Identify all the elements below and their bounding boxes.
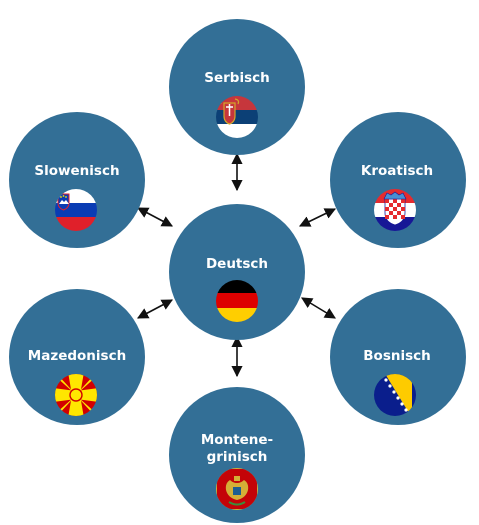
arrow-deutsch-bosnisch bbox=[301, 297, 336, 319]
germany-flag-icon bbox=[216, 280, 258, 322]
node-bosnisch: Bosnisch bbox=[330, 289, 466, 425]
croatia-flag-icon bbox=[374, 189, 416, 231]
node-circle bbox=[330, 289, 466, 425]
node-circle bbox=[9, 289, 145, 425]
node-label: Mazedonisch bbox=[28, 348, 126, 364]
node-deutsch: Deutsch bbox=[169, 204, 305, 340]
node-circle bbox=[9, 112, 145, 248]
arrow-deutsch-slowenisch bbox=[137, 207, 173, 227]
node-mazedonisch: Mazedonisch bbox=[9, 289, 145, 425]
node-label: Slowenisch bbox=[34, 163, 119, 179]
node-montenegrinisch: Montene- grinisch bbox=[169, 387, 305, 523]
node-serbisch: Serbisch bbox=[169, 19, 305, 155]
node-label-line-1: Montene- bbox=[201, 432, 273, 448]
node-circle bbox=[169, 19, 305, 155]
arrow-deutsch-kroatisch bbox=[298, 208, 337, 227]
center-circle bbox=[169, 204, 305, 340]
montenegro-flag-icon bbox=[216, 468, 258, 510]
node-circle bbox=[330, 112, 466, 248]
node-label: Bosnisch bbox=[363, 348, 431, 364]
arrow-deutsch-mazedonisch bbox=[137, 299, 173, 319]
center-label: Deutsch bbox=[206, 256, 268, 272]
bosnia-flag-icon bbox=[374, 374, 416, 416]
node-slowenisch: Slowenisch bbox=[9, 112, 145, 248]
node-label: Serbisch bbox=[204, 70, 269, 86]
node-circle bbox=[169, 387, 305, 523]
node-kroatisch: Kroatisch bbox=[330, 112, 466, 248]
slovenia-flag-icon bbox=[55, 189, 97, 231]
node-label: Kroatisch bbox=[361, 163, 433, 179]
serbia-flag-icon bbox=[216, 96, 258, 138]
node-label-line-2: grinisch bbox=[207, 449, 268, 465]
